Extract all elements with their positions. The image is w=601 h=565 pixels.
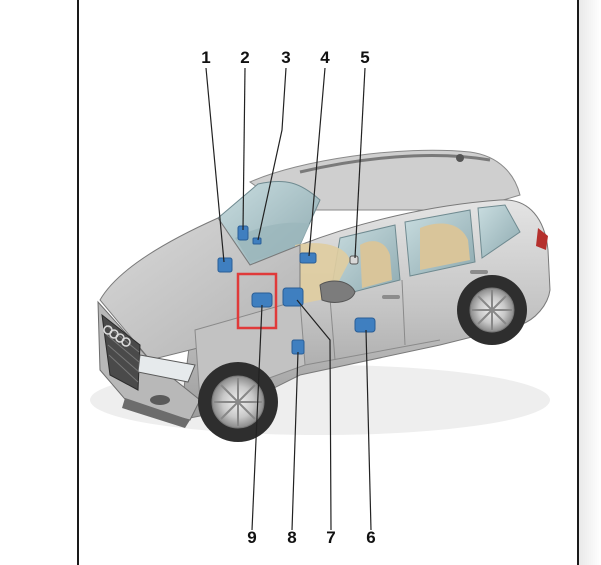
rear-door-line (401, 279, 406, 346)
leader-3 (257, 67, 287, 241)
front-door-line (329, 297, 336, 361)
highlight-box (236, 272, 278, 330)
leader-7 (296, 299, 332, 531)
logo-rings (103, 325, 131, 347)
front-grille (101, 313, 141, 391)
callout-3: 3 (281, 48, 291, 67)
lower-bumper (122, 398, 190, 428)
front-seat (360, 241, 392, 288)
callout-7: 7 (326, 528, 336, 547)
rear-wheel-spokes (472, 290, 512, 330)
front-door-handle (382, 295, 400, 299)
frame-border-left (77, 0, 79, 565)
leader-9 (251, 304, 263, 531)
callout-8: 8 (287, 528, 297, 547)
scroll-edge (579, 0, 601, 565)
component-4 (299, 252, 317, 264)
frame-border-right (577, 0, 579, 565)
leader-1 (205, 67, 225, 263)
leader-6 (365, 329, 372, 531)
component-9 (251, 292, 273, 308)
component-3 (252, 237, 262, 245)
rear-door-handle (470, 270, 488, 274)
leader-5 (354, 67, 366, 259)
component-8 (291, 339, 305, 355)
roof-rail (299, 154, 491, 174)
callout-9: 9 (247, 528, 257, 547)
component-1 (217, 257, 233, 273)
callout-6: 6 (366, 528, 376, 547)
callout-2: 2 (240, 48, 250, 67)
leader-8 (291, 351, 299, 531)
car-roof (248, 149, 521, 211)
components (217, 225, 376, 355)
dashboard (235, 222, 310, 262)
front-wheel-spokes (214, 378, 262, 426)
rear-quarter-window (477, 204, 521, 259)
roof-antenna (456, 154, 464, 162)
fog-light (150, 395, 170, 405)
rear-seat (420, 223, 470, 270)
component-6 (354, 317, 376, 333)
callout-1: 1 (201, 48, 211, 67)
leader-4 (308, 67, 326, 257)
door-bottom-line (304, 339, 441, 366)
side-mirror (319, 280, 356, 303)
callout-5: 5 (360, 48, 370, 67)
leader-lines (205, 67, 372, 531)
leader-2 (242, 67, 246, 231)
tail-light (536, 228, 548, 250)
callout-4: 4 (320, 48, 330, 67)
headlight (137, 354, 196, 383)
component-5 (349, 255, 359, 265)
